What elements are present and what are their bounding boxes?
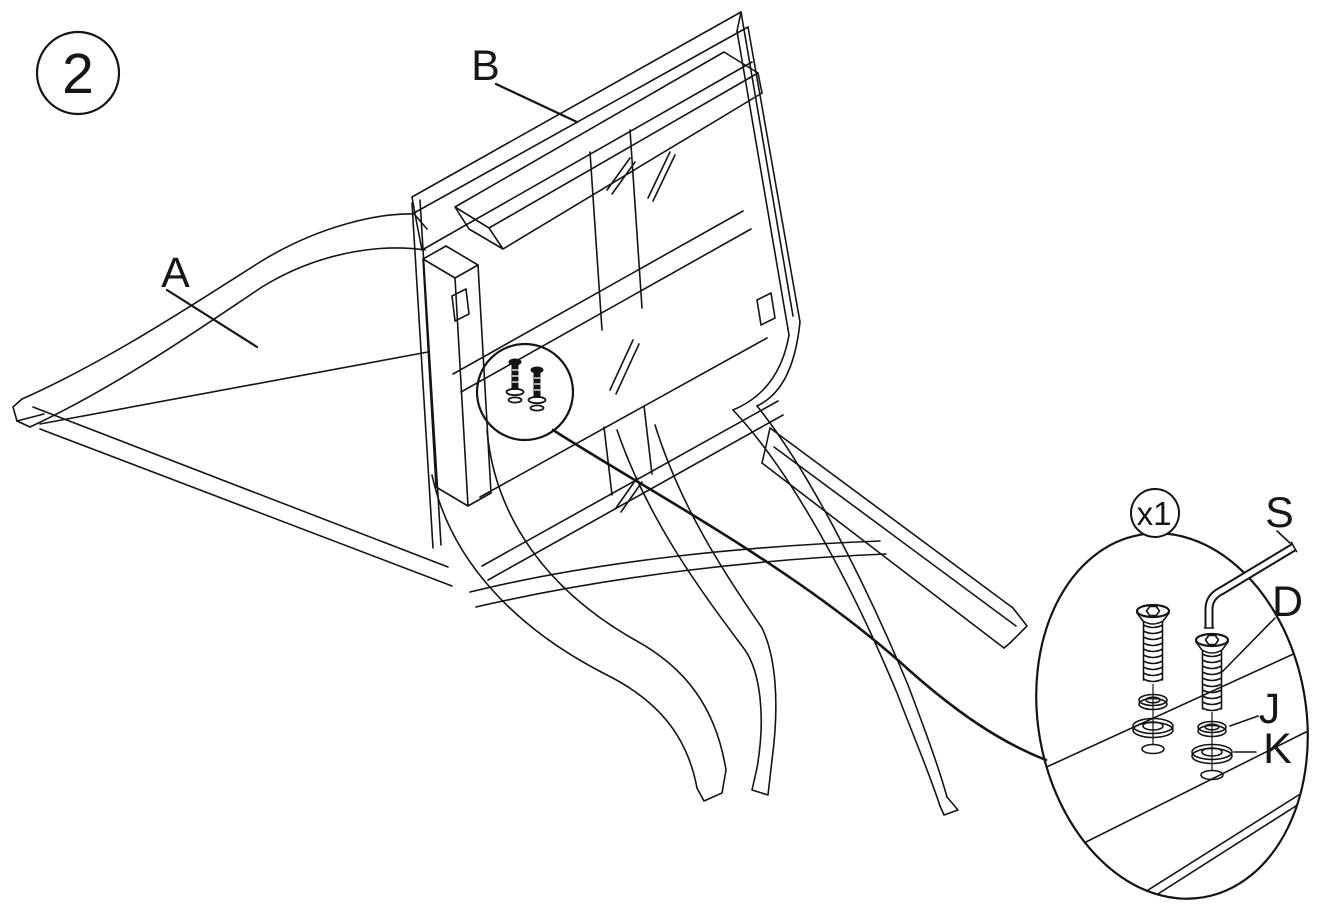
detail-callout: x1 (1035, 488, 1311, 900)
part-label-a: A (161, 249, 259, 349)
frame-right-stile (736, 11, 801, 336)
quantity-badge: x1 (1130, 488, 1180, 538)
right-runner (761, 427, 1028, 649)
magnifier-circle (475, 342, 575, 442)
label-a-text: A (161, 249, 191, 297)
magnifier-leader-curve (551, 428, 1048, 762)
pilot-hole (1141, 743, 1165, 755)
bottom-rails (469, 400, 887, 608)
label-d-text: D (1272, 578, 1304, 626)
label-b-leader (494, 82, 579, 124)
bolt-head (1135, 603, 1171, 619)
part-label-b: B (471, 42, 579, 124)
step-number: 2 (62, 42, 94, 106)
flat-washer (1191, 743, 1233, 761)
label-j-text: J (1259, 685, 1282, 733)
hex-socket-icon (1145, 605, 1161, 617)
seat-board (454, 51, 763, 250)
detail-ellipse (1035, 532, 1309, 900)
left-leg-assembly (12, 213, 453, 587)
hex-socket-icon (1204, 634, 1220, 646)
label-k-text: K (1263, 725, 1293, 773)
label-j-leader (1229, 715, 1259, 727)
seat-middle-rail (451, 210, 776, 498)
label-a-leader (165, 288, 259, 349)
backrest-top-rail (411, 11, 753, 251)
chair-line-art (12, 11, 1028, 816)
hardware-label-d: D (1221, 578, 1304, 673)
center-divider (589, 129, 653, 496)
hardware-label-j: J (1229, 685, 1282, 733)
magnifier-callout (475, 342, 1048, 762)
label-s-leader (1276, 530, 1291, 544)
spring-washer (1138, 693, 1168, 707)
hex-key-icon (1203, 541, 1298, 629)
bolt-threads (1142, 621, 1164, 683)
hardware-label-s: S (1265, 489, 1295, 544)
bolt-assembly-right (1191, 632, 1233, 781)
corner-braces (606, 151, 676, 513)
step-badge: 2 (35, 30, 121, 116)
quantity-badge-circle (1130, 488, 1180, 538)
bolt-threads (1201, 650, 1223, 712)
label-b-text: B (471, 42, 501, 90)
rear-right-leg (732, 321, 959, 816)
flat-washer (1132, 717, 1174, 735)
mini-bolt (527, 366, 547, 412)
spring-washer (1197, 720, 1227, 734)
label-s-text: S (1265, 489, 1295, 537)
front-left-leg (431, 429, 727, 802)
hardware-label-k: K (1233, 725, 1293, 773)
quantity-badge-text: x1 (1137, 495, 1172, 532)
front-right-leg (616, 424, 777, 796)
step-badge-circle (35, 30, 121, 116)
detail-surface-lines (1039, 650, 1311, 900)
pilot-hole (1200, 769, 1224, 781)
bolt-assembly-left (1132, 603, 1174, 755)
mini-bolt (505, 358, 525, 404)
bolt-head (1194, 632, 1230, 648)
label-d-leader (1221, 617, 1276, 673)
